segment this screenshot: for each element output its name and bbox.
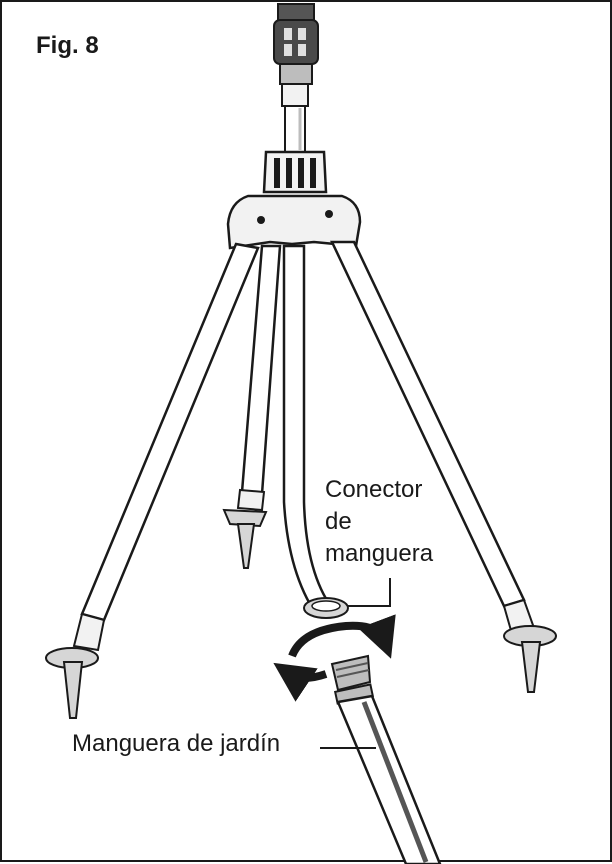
riser-collar: [264, 152, 326, 192]
connector-leader-line: [348, 578, 390, 606]
garden-hose: [332, 656, 440, 864]
tripod-hub: [228, 196, 360, 248]
garden-hose-label: Manguera de jardín: [72, 730, 280, 758]
leg-left: [46, 244, 258, 718]
hose-connector-label-line-2: de: [325, 508, 352, 536]
figure-title: Fig. 8: [36, 32, 99, 60]
sprinkler-head: [274, 4, 318, 106]
hose-connector-label-line-1: Conector: [325, 476, 422, 504]
riser-tube: [285, 106, 305, 152]
hose-connector-label-line-3: manguera: [325, 540, 433, 568]
